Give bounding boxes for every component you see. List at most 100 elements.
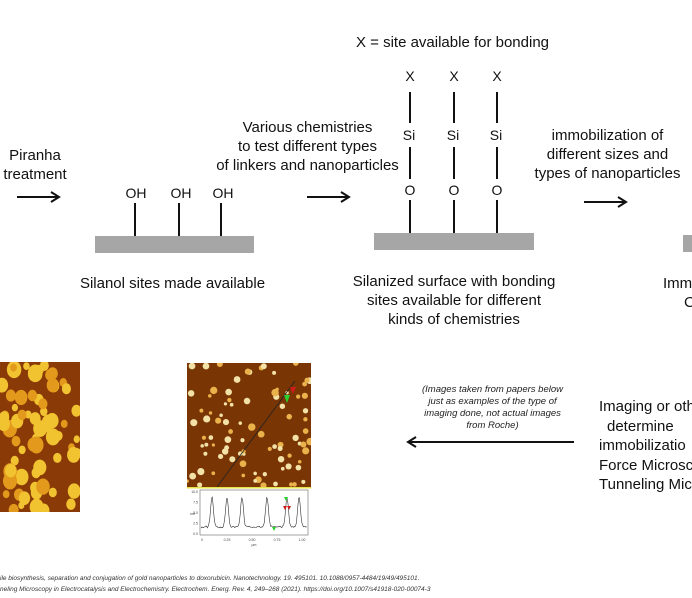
particle <box>24 410 32 419</box>
particle <box>260 482 267 489</box>
si-label: Si <box>446 127 460 143</box>
o-label: O <box>491 182 503 198</box>
particle <box>273 481 278 487</box>
particle <box>27 364 43 383</box>
images-note: (Images taken from papers below just as … <box>405 384 580 432</box>
particle <box>217 453 224 460</box>
particle <box>240 438 245 443</box>
imaging-line: determine <box>607 417 674 435</box>
bond-line <box>409 147 411 179</box>
particle <box>289 482 294 487</box>
green-marker-icon <box>284 497 288 501</box>
bond-line <box>220 203 222 236</box>
step-line: Various chemistries <box>242 119 373 136</box>
si-label: Si <box>402 127 416 143</box>
caption-line: kinds of chemistries <box>388 311 520 328</box>
particle <box>229 402 234 407</box>
particle <box>228 429 233 434</box>
substrate-surface-partial <box>683 235 692 252</box>
note-line: from Roche) <box>466 420 519 431</box>
caption-line: Silanized surface with bonding <box>352 273 556 290</box>
particle <box>237 451 243 456</box>
particle <box>40 407 48 416</box>
particle <box>300 441 307 448</box>
particle <box>27 389 38 402</box>
oh-label: OH <box>170 185 192 201</box>
particle <box>280 466 285 471</box>
x-label: X <box>492 68 502 84</box>
red-marker-icon <box>287 506 291 510</box>
particle <box>224 445 230 451</box>
particle <box>188 363 196 370</box>
particle <box>201 435 206 440</box>
arrow-left-icon <box>406 436 574 448</box>
particle <box>287 453 292 458</box>
particle <box>233 376 241 383</box>
oh-label: OH <box>212 185 234 201</box>
silanol-caption: Silanol sites made available <box>79 275 266 292</box>
particle <box>302 408 309 414</box>
particle <box>297 459 302 464</box>
particle <box>17 409 27 421</box>
particle <box>54 430 63 441</box>
particle <box>48 487 57 498</box>
particle <box>0 411 10 424</box>
particle <box>260 363 267 370</box>
o-label: O <box>448 182 460 198</box>
particle <box>38 398 48 410</box>
particle <box>302 428 309 434</box>
imaging-line: Tunneling Mic <box>599 476 692 493</box>
bond-line <box>453 200 455 233</box>
x-unit-label: µm <box>252 543 257 547</box>
substrate-surface <box>95 236 254 253</box>
particle <box>279 403 286 409</box>
particle <box>295 464 302 471</box>
particle <box>208 435 214 440</box>
particle <box>45 413 59 429</box>
particle <box>304 377 310 383</box>
particle <box>227 397 232 403</box>
particle <box>229 456 236 463</box>
bond-line <box>496 200 498 233</box>
particle <box>36 478 50 495</box>
particle <box>203 451 208 456</box>
caption-line: sites available for different <box>367 292 541 309</box>
particle <box>29 436 44 454</box>
particle <box>277 455 285 463</box>
step-line: types of nanoparticles <box>534 165 681 182</box>
particle <box>257 430 265 438</box>
x-tick-label: 0 <box>201 538 203 542</box>
particle <box>302 381 307 387</box>
red-marker-icon <box>283 506 287 510</box>
particle <box>53 452 62 463</box>
particle <box>286 413 293 420</box>
particle <box>60 419 68 428</box>
particle <box>203 415 211 423</box>
particle <box>253 479 258 483</box>
particle <box>204 442 209 447</box>
particle <box>2 490 10 499</box>
particle <box>200 444 204 448</box>
particle <box>271 388 279 397</box>
particle <box>224 436 232 443</box>
particle <box>14 389 28 406</box>
note-line: (Images taken from papers below <box>422 384 563 395</box>
particle <box>296 394 301 399</box>
particle <box>277 445 283 452</box>
profile-trace <box>200 496 307 529</box>
particle <box>248 423 256 431</box>
particle <box>45 369 55 381</box>
particle <box>33 420 48 437</box>
particle <box>225 388 232 396</box>
x-tick-label: 0.50 <box>249 538 256 542</box>
particle <box>244 368 251 375</box>
imaging-line: immobilizatio <box>599 437 686 454</box>
substrate-surface <box>374 233 534 250</box>
note-line: imaging done, not actual images <box>424 408 561 419</box>
caption-line: Imm <box>663 275 692 292</box>
particle <box>301 479 306 484</box>
particle <box>46 377 59 393</box>
particle <box>239 460 247 468</box>
